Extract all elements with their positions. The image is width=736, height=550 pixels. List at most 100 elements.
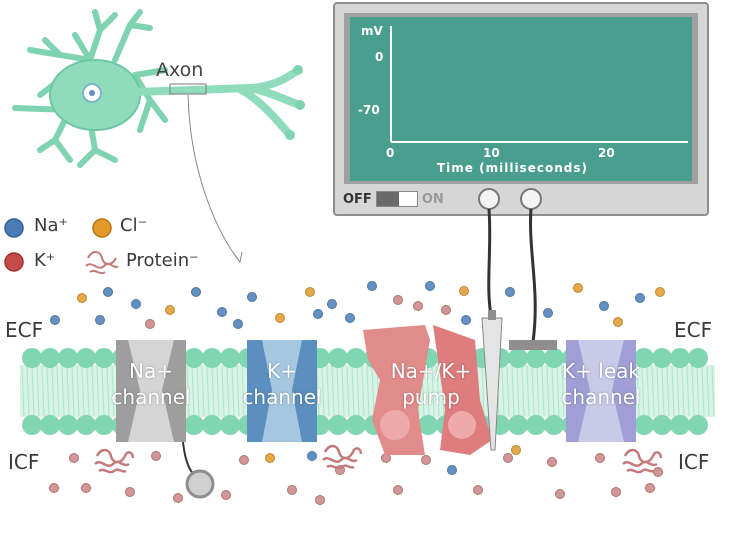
probe-jack-left[interactable] — [478, 188, 500, 210]
lipid-head-top — [40, 348, 60, 368]
potassium-ion — [151, 451, 161, 461]
chloride-ion — [77, 293, 87, 303]
potassium-ion — [421, 455, 431, 465]
sodium-ion — [191, 287, 201, 297]
switch-knob[interactable] — [376, 192, 399, 206]
sodium-ion — [505, 287, 515, 297]
recording-electrode — [481, 310, 503, 451]
na-channel-label: Na+ channel — [111, 359, 191, 409]
sodium-ion — [95, 315, 105, 325]
potassium-ion — [547, 457, 557, 467]
potassium-ion — [555, 489, 565, 499]
chloride-ion — [655, 287, 665, 297]
channel-gate-icon — [185, 469, 215, 499]
sodium-ion — [103, 287, 113, 297]
power-switch[interactable]: OFF ON — [343, 191, 444, 207]
icf-label-left: ICF — [8, 450, 40, 474]
potassium-ion — [239, 455, 249, 465]
chloride-ion — [459, 286, 469, 296]
lipid-head-bottom — [526, 415, 546, 435]
legend-potassium: K⁺ — [34, 250, 56, 271]
lipid-head-top — [202, 348, 222, 368]
y-tick-0: 0 — [375, 50, 384, 64]
lipid-head-top — [544, 348, 564, 368]
lipid-head-bottom — [94, 415, 114, 435]
chloride-ion — [511, 445, 521, 455]
sodium-ion — [131, 299, 141, 309]
k-leak-channel-label: K+ leak channel — [561, 359, 641, 409]
chloride-ion — [265, 453, 275, 463]
sodium-ion — [313, 309, 323, 319]
potassium-ion — [393, 485, 403, 495]
sodium-ion — [307, 451, 317, 461]
sodium-ion — [217, 307, 227, 317]
lipid-head-bottom — [76, 415, 96, 435]
lipid-head-top — [76, 348, 96, 368]
potassium-ion-icon — [4, 252, 24, 272]
sodium-ion — [447, 465, 457, 475]
potassium-ion — [653, 467, 663, 477]
lipid-head-top — [688, 348, 708, 368]
legend-icons — [4, 218, 119, 275]
lipid-head-top — [58, 348, 78, 368]
lipid-head-bottom — [40, 415, 60, 435]
potassium-ion — [393, 295, 403, 305]
sodium-ion-icon — [4, 218, 24, 238]
lipid-head-bottom — [22, 415, 42, 435]
neuron-illustration — [12, 9, 305, 264]
lipid-head-bottom — [544, 415, 564, 435]
chloride-ion — [613, 317, 623, 327]
x-tick-0: 0 — [386, 146, 395, 160]
axon-zoom-box — [169, 83, 207, 95]
lipid-head-bottom — [670, 415, 690, 435]
potassium-ion — [81, 483, 91, 493]
probe-wire-1 — [487, 208, 494, 321]
potassium-ion — [503, 453, 513, 463]
lipid-head-top — [526, 348, 546, 368]
x-axis-label: Time (milliseconds) — [437, 161, 588, 175]
potassium-ion — [595, 453, 605, 463]
protein-icon — [85, 251, 119, 275]
k-channel — [247, 340, 317, 442]
potassium-ion — [145, 319, 155, 329]
switch-on-label: ON — [421, 191, 444, 207]
y-tick-neg70: -70 — [358, 103, 380, 117]
sodium-ion — [50, 315, 60, 325]
sodium-ion — [425, 281, 435, 291]
switch-track[interactable] — [375, 191, 418, 207]
lipid-head-top — [184, 348, 204, 368]
lipid-head-bottom — [418, 415, 438, 435]
lipid-head-top — [328, 348, 348, 368]
k-leak-channel — [566, 340, 636, 442]
chloride-ion-icon — [92, 218, 112, 238]
legend-chloride: Cl⁻ — [120, 215, 148, 236]
lipid-head-top — [346, 348, 366, 368]
lipid-head-bottom — [58, 415, 78, 435]
chloride-ion — [305, 287, 315, 297]
potassium-ion — [611, 487, 621, 497]
y-unit-label: mV — [361, 24, 383, 38]
na-channel — [116, 340, 215, 499]
reference-electrode — [509, 340, 557, 350]
lipid-head-top — [94, 348, 114, 368]
x-tick-10: 10 — [483, 146, 500, 160]
lipid-head-bottom — [688, 415, 708, 435]
sodium-ion — [635, 293, 645, 303]
potassium-ion — [69, 453, 79, 463]
potassium-ion — [413, 301, 423, 311]
na-k-pump — [363, 325, 492, 455]
protein-molecule — [94, 448, 135, 474]
sodium-ion — [543, 308, 553, 318]
probe-jack-right[interactable] — [520, 188, 542, 210]
sodium-ion — [461, 315, 471, 325]
protein-molecule — [622, 448, 663, 474]
lipid-head-top — [670, 348, 690, 368]
lipid-head-bottom — [346, 415, 366, 435]
lipid-head-bottom — [634, 415, 654, 435]
ions — [49, 281, 665, 505]
legend-protein: Protein⁻ — [126, 250, 199, 271]
lipid-head-top — [508, 348, 528, 368]
potassium-ion — [287, 485, 297, 495]
lipid-head-bottom — [220, 415, 240, 435]
